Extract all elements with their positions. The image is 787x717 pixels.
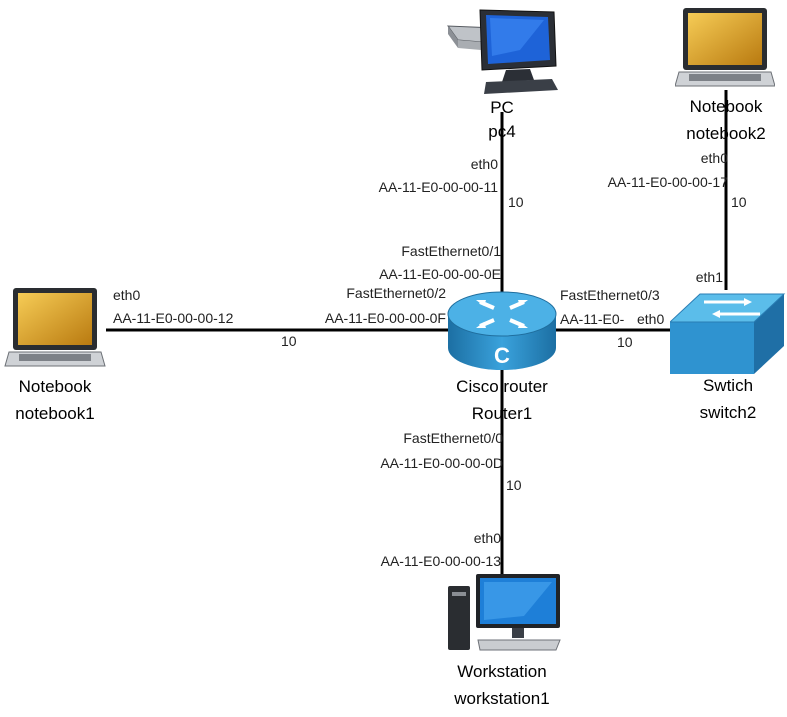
workstation-icon[interactable] — [444, 572, 564, 656]
router-fa03-port-label: FastEthernet0/3 — [560, 287, 660, 303]
workstation-mac-label: AA-11-E0-00-00-13 — [380, 553, 501, 569]
workstation-type-label: Workstation — [457, 662, 547, 681]
notebook2-link-cost-label: 10 — [731, 194, 747, 210]
router-type-label: Cisco router — [456, 377, 548, 396]
notebook1-port-label: eth0 — [113, 287, 141, 303]
pc-link-cost-label: 10 — [508, 194, 524, 210]
workstation-link-cost-label: 10 — [506, 477, 522, 493]
switch-icon[interactable] — [670, 290, 786, 376]
notebook1-link-cost-label: 10 — [281, 333, 297, 349]
pc-name-label: pc4 — [488, 122, 516, 141]
switch-type-label: Swtich — [702, 376, 754, 395]
workstation-name-label: workstation1 — [454, 689, 550, 708]
router-fa03-mac-label: AA-11-E0- — [560, 311, 625, 327]
router-fa00-port-label: FastEthernet0/0 — [403, 430, 503, 446]
notebook2-name-label: notebook2 — [686, 124, 766, 143]
notebook2-port-label: eth0 — [700, 150, 728, 166]
cisco-router-icon[interactable]: C — [446, 288, 558, 376]
switch-eth0-port-label: eth0 — [637, 311, 665, 327]
router-fa00-mac-label: AA-11-E0-00-00-0D — [380, 455, 503, 471]
pc-type-label: PC — [490, 98, 514, 117]
router-fa02-port-label: FastEthernet0/2 — [346, 285, 446, 301]
laptop-icon[interactable] — [675, 6, 775, 92]
desktop-pc-icon[interactable] — [444, 4, 562, 100]
router-fa01-mac-label: AA-11-E0-00-00-0E — [379, 266, 501, 282]
workstation-port-label: eth0 — [473, 530, 501, 546]
switch-link-cost-label: 10 — [617, 334, 633, 350]
router-fa01-port-label: FastEthernet0/1 — [401, 243, 501, 259]
notebook2-mac-label: AA-11-E0-00-00-17 — [607, 174, 728, 190]
switch-name-label: switch2 — [699, 403, 757, 422]
pc-port-label: eth0 — [470, 156, 498, 172]
router-name-label: Router1 — [471, 404, 533, 423]
notebook1-mac-label: AA-11-E0-00-00-12 — [113, 310, 234, 326]
router-fa02-mac-label: AA-11-E0-00-00-0F — [324, 310, 446, 326]
switch-eth1-port-label: eth1 — [695, 269, 723, 285]
laptop-icon[interactable] — [4, 286, 106, 372]
notebook2-type-label: Notebook — [689, 97, 763, 116]
pc-mac-label: AA-11-E0-00-00-11 — [378, 179, 498, 195]
notebook1-name-label: notebook1 — [15, 404, 95, 423]
svg-text:C: C — [494, 343, 510, 368]
notebook1-type-label: Notebook — [18, 377, 92, 396]
